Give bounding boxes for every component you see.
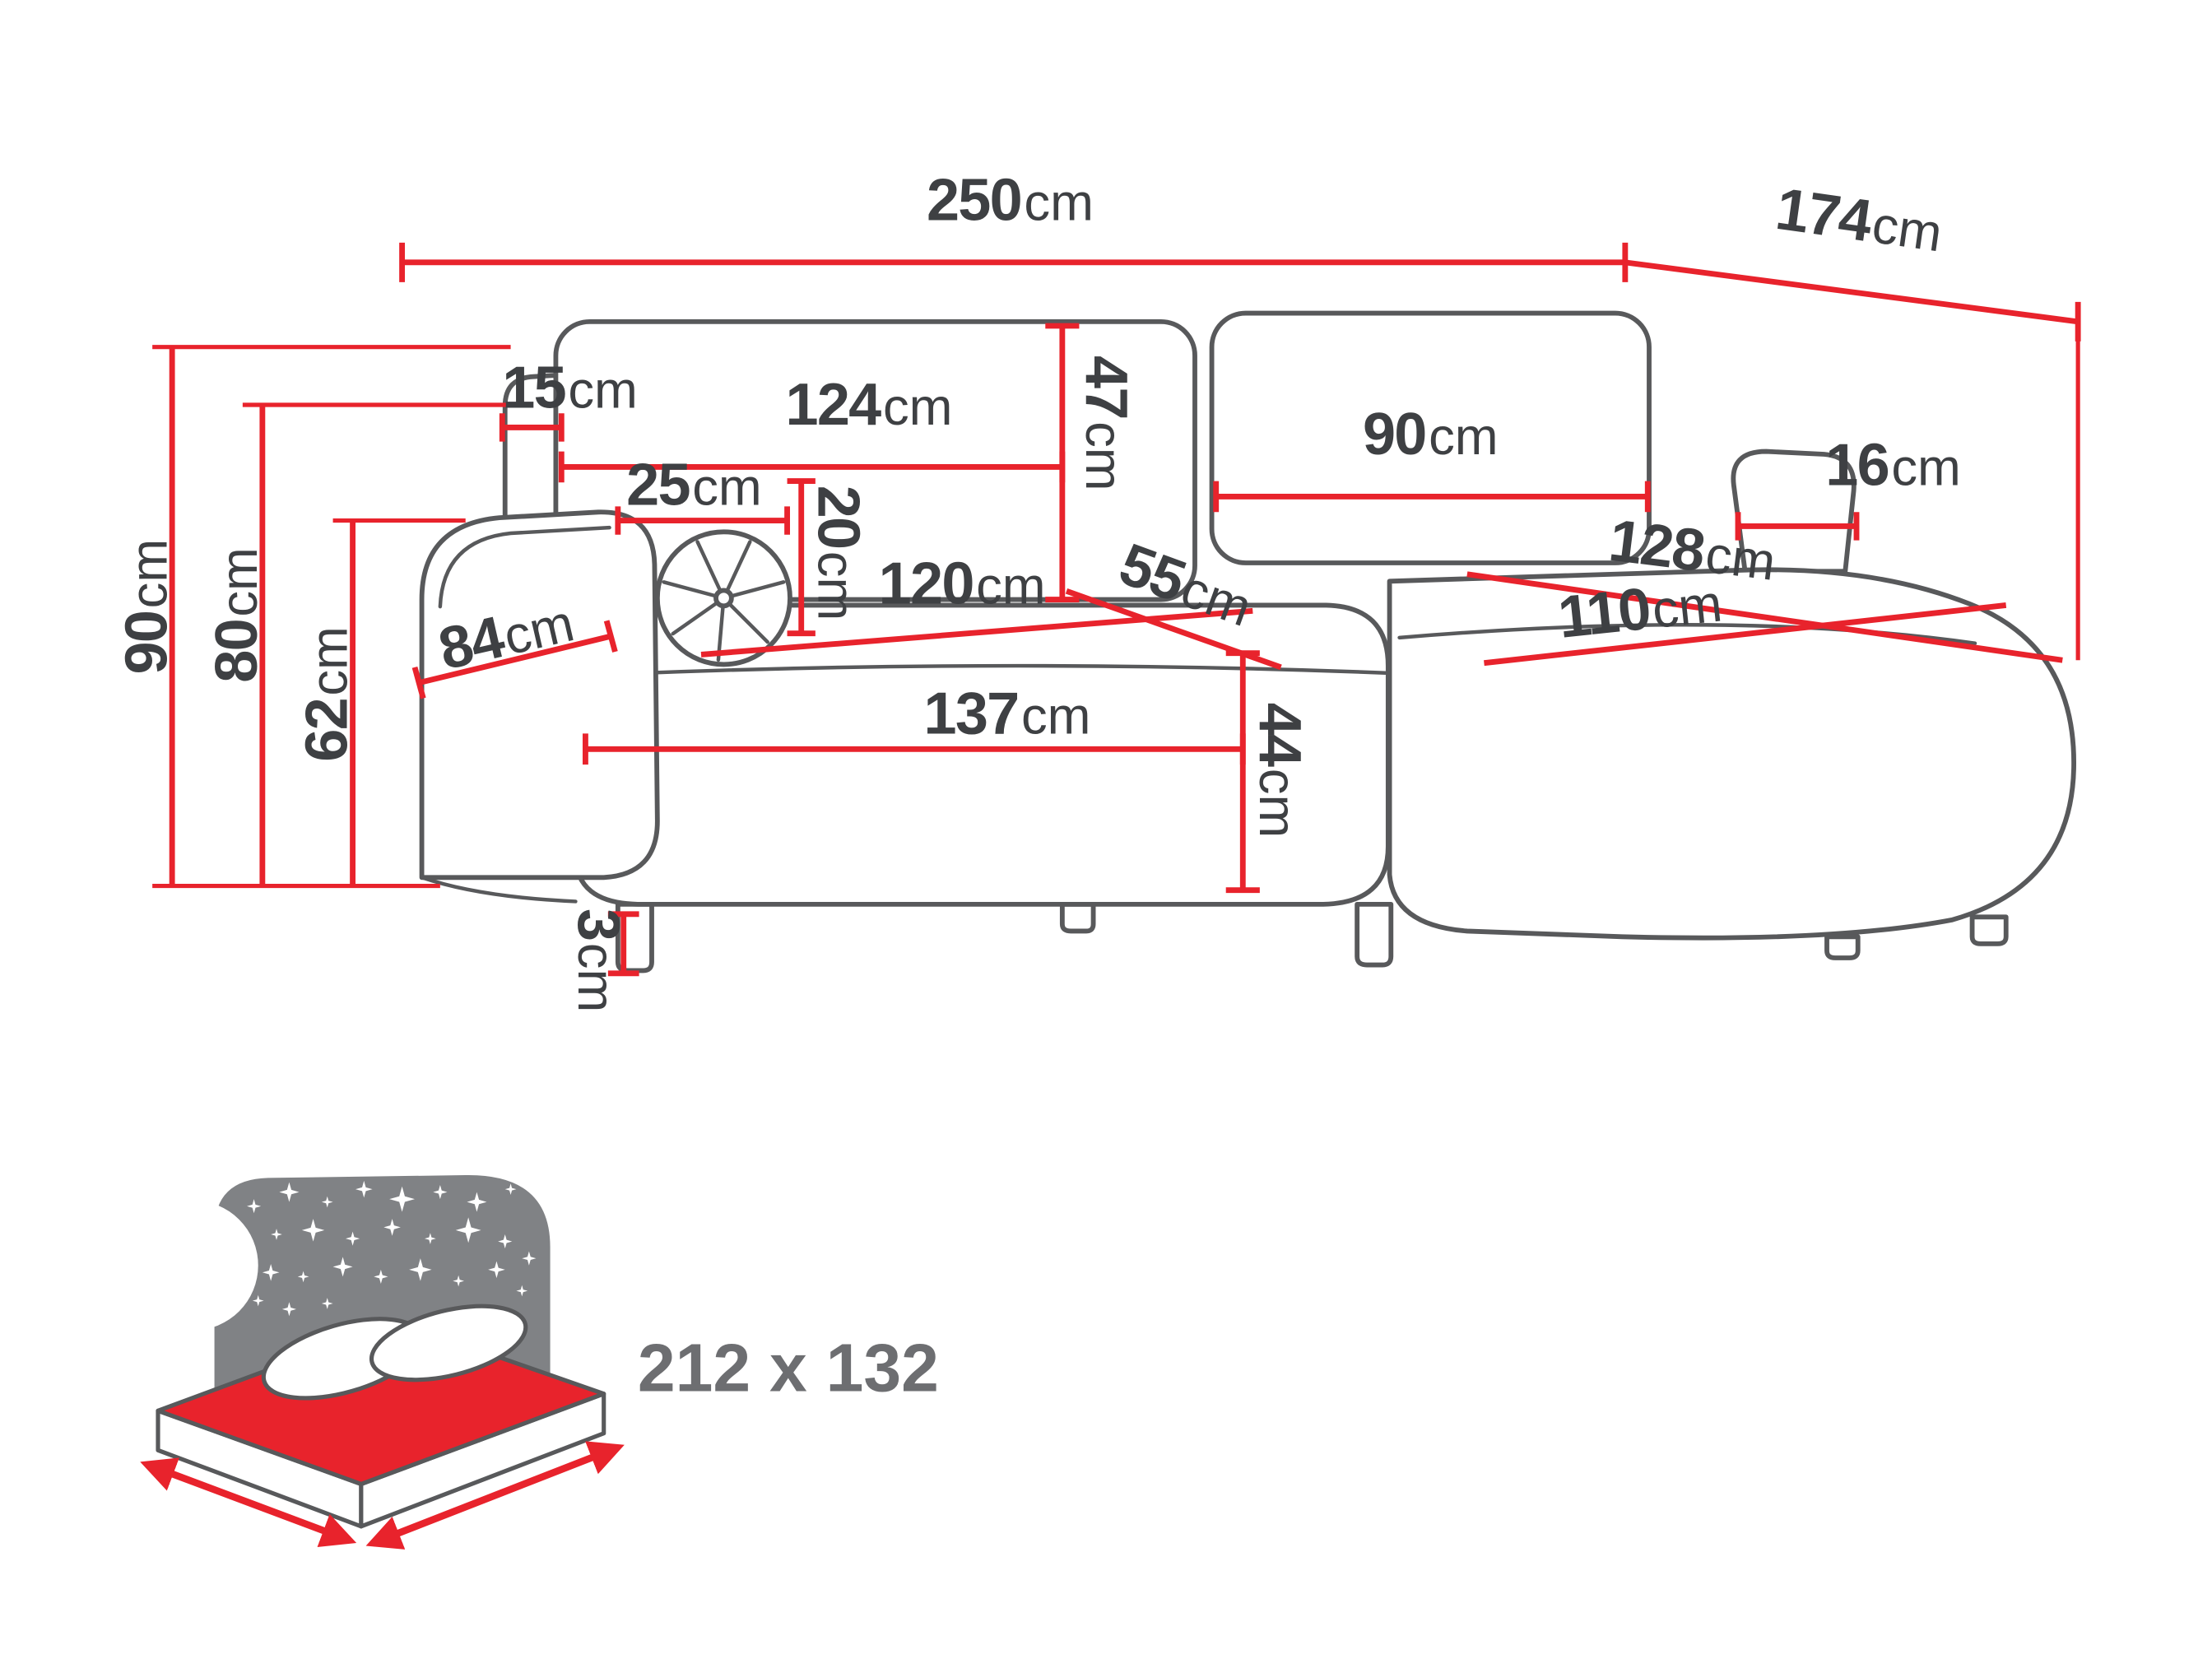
dimension-lines (152, 242, 2081, 977)
right-side-cushion (1731, 448, 1856, 574)
dim-pillow-width: 25cm (626, 453, 762, 518)
dim-armrest-height: 62cm (295, 626, 360, 762)
round-pillow (654, 529, 792, 667)
dim-side-cushion-width: 16cm (1825, 433, 1961, 499)
dim-pillow-height: 20cm (805, 486, 871, 621)
chaise-section (1387, 567, 2076, 941)
dim-chaise-length: 128cm (1606, 508, 1779, 593)
dim-seat-height: 44cm (1247, 703, 1313, 839)
dimension-labels: 250cm 174cm 90cm 80cm 62cm 15cm 124cm 47… (114, 167, 1961, 1012)
moon-crescent (128, 1200, 258, 1331)
backrest-cushion-right (1209, 310, 1652, 565)
dim-total-depth: 174cm (1772, 176, 1946, 264)
sofa-outline (419, 310, 2076, 974)
seat-seam (576, 663, 1387, 678)
dim-backrest-cushion-height: 47cm (1073, 356, 1139, 491)
sleeping-function-icon: 212 x 132 (128, 1174, 939, 1550)
base-line (420, 876, 578, 904)
dim-backrest-side-width: 15cm (502, 355, 638, 421)
dim-corner-cushion-width: 90cm (1363, 402, 1499, 467)
size-arrows (140, 1441, 625, 1550)
left-armrest (419, 509, 660, 881)
armrest-seam (438, 525, 611, 609)
sleeping-area-size: 212 x 132 (638, 1331, 939, 1406)
dim-backrest-height: 80cm (204, 547, 270, 683)
bed-pillow-right (369, 1304, 528, 1382)
dim-seat-front-width: 137cm (924, 681, 1091, 746)
dim-backrest-cushion-width: 124cm (786, 372, 953, 438)
dim-chaise-inner-length: 110cm (1555, 569, 1725, 651)
dim-total-width: 250cm (927, 167, 1094, 233)
dim-total-height: 90cm (114, 539, 179, 675)
dim-seat-width: 120cm (879, 551, 1046, 617)
dim-leg-height: 3cm (565, 908, 631, 1012)
